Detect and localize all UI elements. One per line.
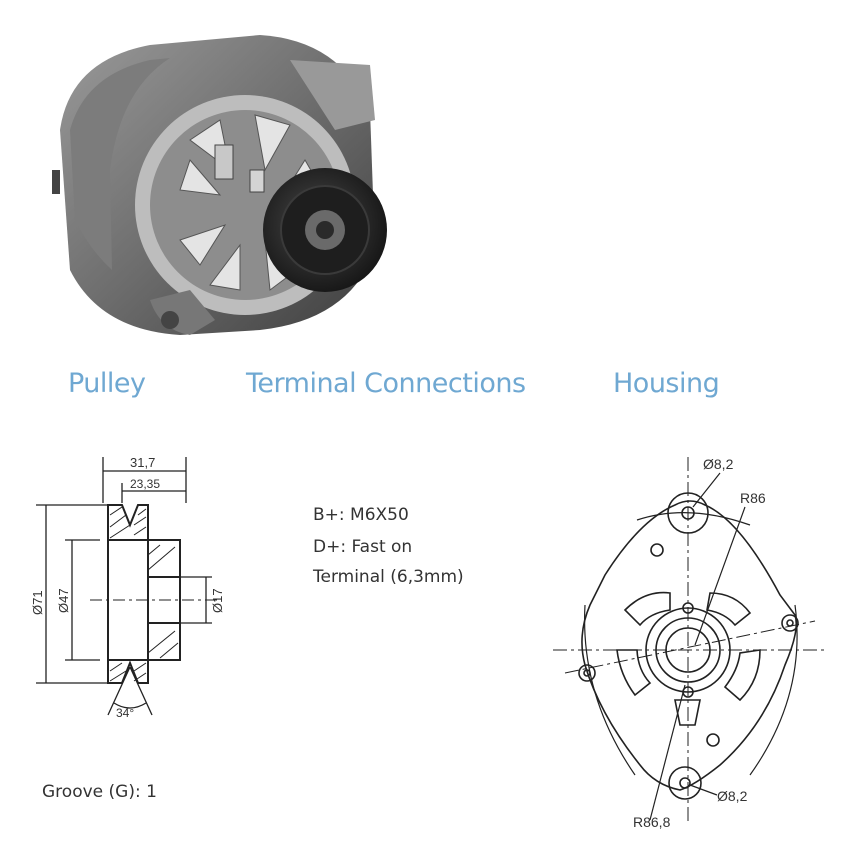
dim-width-inner: 23,35 [130, 477, 160, 491]
housing-radius-bottom: R86,8 [633, 814, 671, 830]
dim-bore-diameter: Ø17 [210, 588, 225, 613]
pulley-drawing: 31,7 23,35 Ø71 Ø47 Ø17 34° [30, 455, 225, 720]
section-title-terminal-connections: Terminal Connections [246, 368, 526, 399]
housing-hole-top: Ø8,2 [703, 456, 734, 472]
terminal-d-plus-detail: Terminal (6,3mm) [313, 567, 464, 587]
housing-drawing: Ø8,2 R86 Ø8,2 R86,8 [553, 456, 827, 830]
terminal-b-plus: B+: M6X50 [313, 505, 409, 525]
terminal-d-plus: D+: Fast on [313, 537, 413, 557]
housing-radius-top: R86 [740, 490, 766, 506]
alternator-photo [52, 35, 387, 335]
housing-hole-bottom: Ø8,2 [717, 788, 748, 804]
groove-count: Groove (G): 1 [42, 782, 157, 802]
dim-width-total: 31,7 [130, 455, 155, 470]
section-title-housing: Housing [613, 368, 720, 399]
section-title-pulley: Pulley [68, 368, 146, 399]
dim-outer-diameter: Ø71 [30, 590, 45, 615]
groove-angle: 34° [116, 706, 134, 720]
dim-mid-diameter: Ø47 [56, 588, 71, 613]
